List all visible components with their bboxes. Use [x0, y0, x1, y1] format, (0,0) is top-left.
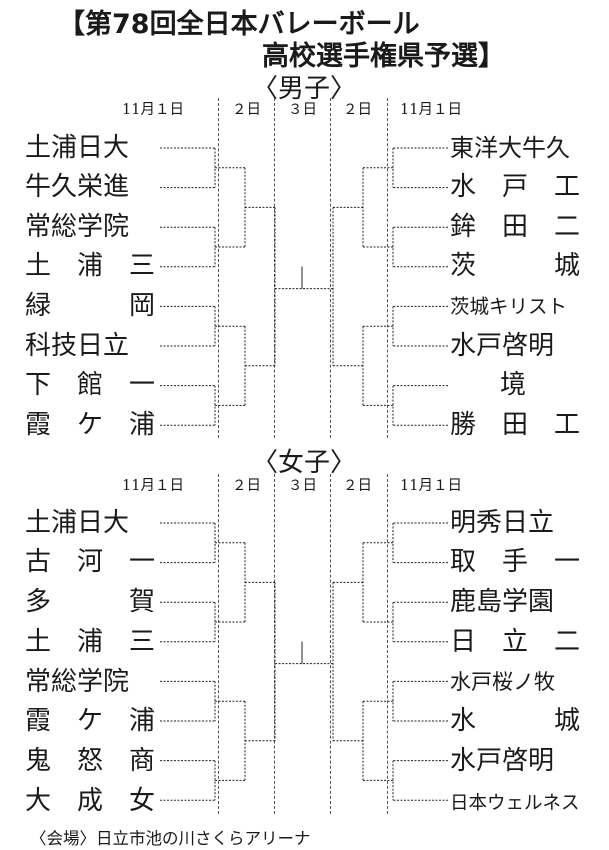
- team-name: 日本ウェルネス: [450, 793, 580, 814]
- team-name: 鹿島学園: [450, 587, 555, 617]
- round-label-day2-left: ２日: [232, 102, 261, 118]
- round-label-day1-right: 11月１日: [400, 478, 462, 494]
- round-divider: [387, 474, 388, 814]
- team-name: 土浦日大: [25, 133, 130, 163]
- round-label-day2-right: ２日: [343, 478, 372, 494]
- round-divider: [218, 98, 219, 438]
- boys-round-header: 11月１日 ２日 ３日 ２日 11月１日: [0, 98, 609, 118]
- team-name: 茨城キリスト: [450, 295, 568, 318]
- team-name: 水 戸 工: [450, 172, 581, 202]
- team-name: 東洋大牛久: [450, 134, 570, 162]
- team-name: 下 館 一: [25, 370, 156, 400]
- round-label-day2-left: ２日: [232, 478, 261, 494]
- team-name: 水戸啓明: [450, 331, 555, 361]
- girls-round-header: 11月１日 ２日 ３日 ２日 11月１日: [0, 474, 609, 494]
- team-name: 勝 田 工: [450, 410, 581, 440]
- round-label-day3: ３日: [288, 478, 317, 494]
- round-divider: [274, 474, 275, 814]
- team-name: 土浦日大: [25, 508, 130, 538]
- round-divider: [218, 474, 219, 814]
- round-divider: [387, 98, 388, 438]
- team-name: 常総学院: [25, 667, 130, 697]
- team-name: 牛久栄進: [25, 172, 130, 202]
- team-name: 水戸啓明: [450, 746, 555, 776]
- round-label-day3: ３日: [288, 102, 317, 118]
- team-name: 緑 岡: [25, 291, 156, 321]
- girls-section-label: 〈女子〉: [252, 448, 357, 478]
- team-name: 鉾 田 二: [450, 212, 581, 242]
- team-name: 多 賀: [25, 587, 156, 617]
- team-name: 大 成 女: [25, 786, 156, 816]
- team-name: 土 浦 三: [25, 251, 156, 281]
- title-line-1: 【第78回全日本バレーボール: [58, 9, 420, 40]
- team-name: 霞 ケ 浦: [25, 410, 156, 440]
- round-label-day1-right: 11月１日: [400, 102, 462, 118]
- team-name: 鬼 怒 商: [25, 746, 156, 776]
- team-name: 境: [500, 370, 527, 400]
- team-name: 科技日立: [25, 331, 130, 361]
- round-label-day1-left: 11月１日: [122, 102, 184, 118]
- team-name: 日 立 二: [450, 627, 581, 657]
- team-name: 土 浦 三: [25, 627, 156, 657]
- team-name: 常総学院: [25, 212, 130, 242]
- round-label-day2-right: ２日: [343, 102, 372, 118]
- team-name: 古 河 一: [25, 547, 156, 577]
- boys-section-label: 〈男子〉: [252, 74, 357, 104]
- round-divider: [330, 98, 331, 438]
- title-line-2: 高校選手権県予選】: [262, 41, 505, 72]
- round-divider: [330, 474, 331, 814]
- round-label-day1-left: 11月１日: [122, 478, 184, 494]
- team-name: 茨 城: [450, 251, 581, 281]
- team-name: 取 手 一: [450, 547, 581, 577]
- team-name: 水戸桜ノ牧: [450, 670, 555, 694]
- venue-note: 〈会場〉日立市池の川さくらアリーナ: [30, 829, 311, 848]
- team-name: 霞 ケ 浦: [25, 706, 156, 736]
- team-name: 水 城: [450, 706, 581, 736]
- team-name: 明秀日立: [450, 508, 555, 538]
